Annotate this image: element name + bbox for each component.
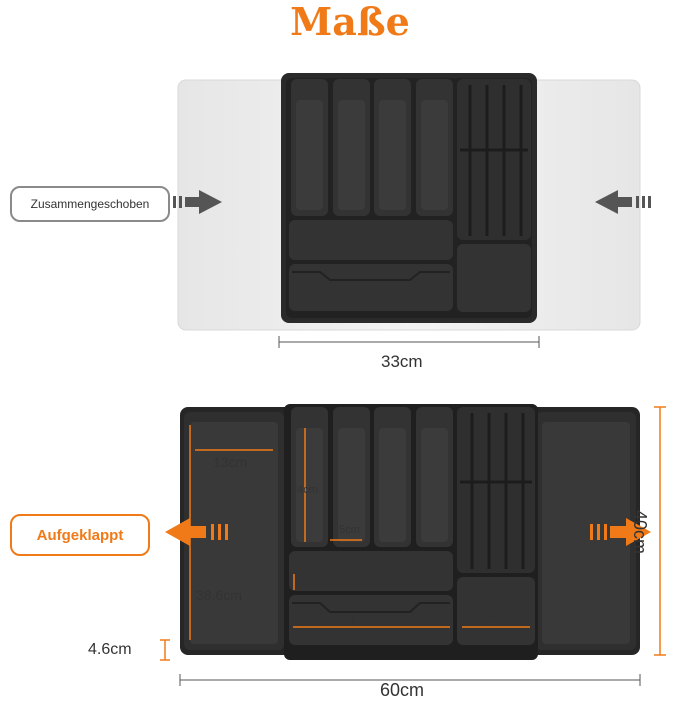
expanded-organizer: [160, 404, 666, 686]
pull-out-arrow-left: [165, 518, 228, 546]
outer-dimension-lines: [179, 674, 641, 686]
collapsed-width-label: 33cm: [381, 352, 423, 371]
expanded-state-label: Aufgeklappt: [10, 514, 150, 556]
tray-length-label: 38.6cm: [196, 587, 242, 603]
side-tray-width-label: 13cm: [213, 454, 248, 470]
collapsed-organizer: [167, 73, 651, 348]
long-slot-length-label: 21.5cm: [344, 614, 381, 626]
width-dimension-line: [278, 336, 540, 348]
height-label: 4.6cm: [88, 641, 132, 658]
total-depth-label: 40cm: [630, 510, 650, 555]
slot-width-label: 5cm: [339, 524, 360, 536]
slot-length-label: 24cm: [291, 484, 318, 496]
right-compartment-width-label: 10cm: [479, 609, 506, 621]
short-slot-depth-label: 7cm: [310, 576, 331, 588]
push-in-arrow-right: [595, 190, 651, 214]
total-width-label: 60cm: [380, 680, 425, 700]
pull-out-arrow-right: [590, 518, 651, 546]
collapsed-state-label: Zusammengeschoben: [10, 186, 170, 222]
page-title: Maße: [290, 0, 410, 44]
